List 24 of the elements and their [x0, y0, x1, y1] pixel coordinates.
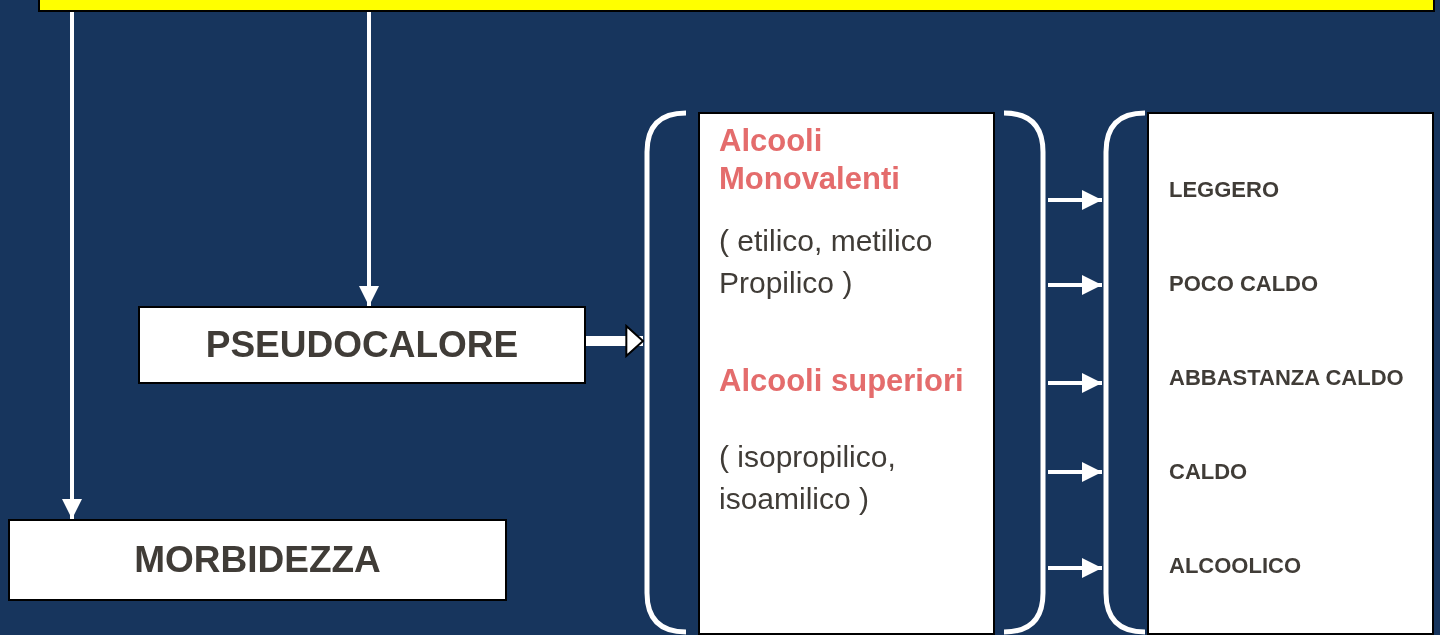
- section-heading: Alcooli superiori: [719, 362, 965, 400]
- scale-panel: [1147, 112, 1434, 635]
- scale-level: ALCOOLICO: [1169, 553, 1302, 579]
- term-label: MORBIDEZZA: [134, 538, 381, 583]
- scale-level: ABBASTANZA CALDO: [1169, 365, 1405, 391]
- section-heading: Alcooli Monovalenti: [719, 122, 901, 198]
- scale-level: POCO CALDO: [1169, 271, 1320, 297]
- title-bar: [38, 0, 1435, 12]
- term-label: PSEUDOCALORE: [205, 323, 519, 368]
- arrow: [1048, 275, 1102, 295]
- term-box: [138, 306, 586, 384]
- example-list: ( etilico, metilico Propilico ): [719, 220, 981, 304]
- arrow: [1048, 558, 1102, 578]
- arrow: [1048, 462, 1102, 482]
- term-box: [8, 519, 507, 601]
- arrow: [1048, 190, 1102, 210]
- example-list: ( isopropilico, isoamilico ): [719, 436, 981, 520]
- scale-level: CALDO: [1169, 459, 1249, 485]
- arrow: [586, 325, 644, 357]
- arrow: [62, 12, 82, 519]
- scale-level: LEGGERO: [1169, 177, 1280, 203]
- arrow: [1048, 373, 1102, 393]
- text-panel: [698, 112, 995, 635]
- arrow: [359, 12, 379, 306]
